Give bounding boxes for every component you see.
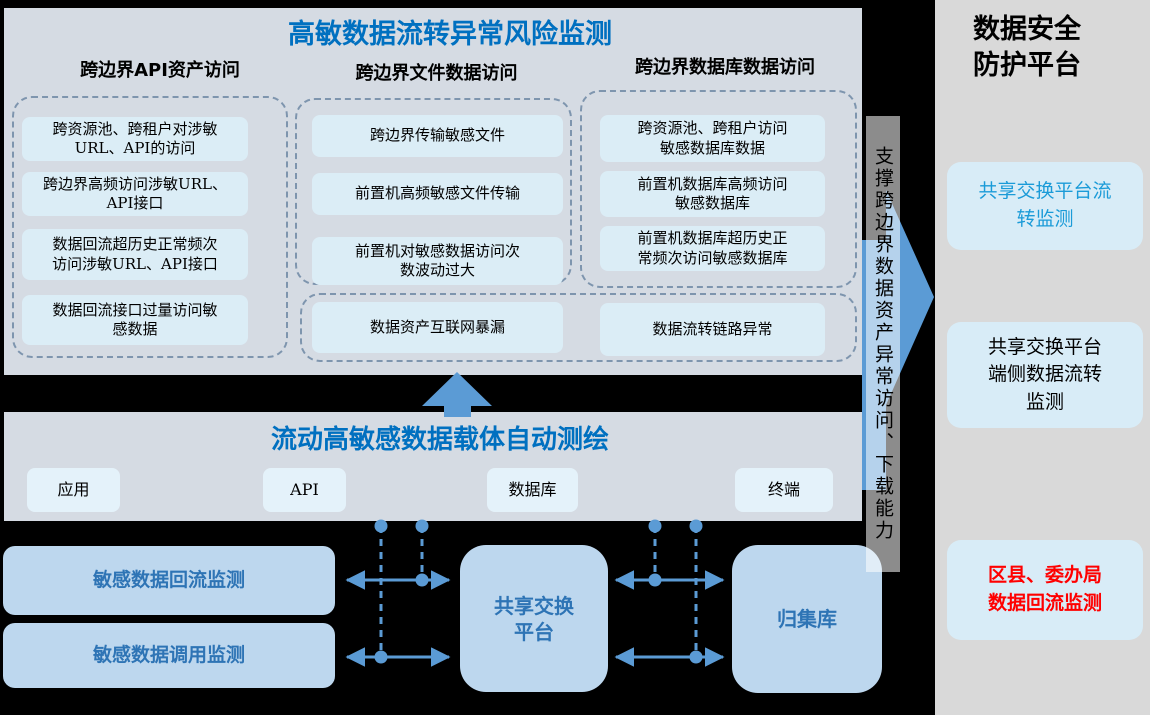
up-arrow-icon	[422, 372, 492, 417]
exchange-platform-box: 共享交换 平台	[460, 545, 608, 692]
connector-dot	[415, 573, 429, 587]
bottom-group-outline	[300, 293, 857, 362]
carrier-mapping-panel: 流动高敏感数据载体自动测绘 应用 API 数据库 终端	[4, 412, 862, 521]
carrier-api: API	[263, 468, 346, 512]
risk-item: 前置机高频敏感文件传输	[312, 173, 563, 215]
risk-item: 跨资源池、跨租户对涉敏 URL、API的访问	[22, 117, 248, 161]
platform-flow-monitor-box: 共享交换平台流 转监测	[947, 162, 1143, 250]
column-header-database: 跨边界数据库数据访问	[635, 57, 815, 78]
connector-dot	[648, 519, 662, 533]
carrier-database: 数据库	[487, 468, 578, 512]
district-backflow-monitor-box: 区县、委办局 数据回流监测	[947, 540, 1143, 640]
risk-item: 数据资产互联网暴漏	[312, 302, 563, 353]
column-header-api: 跨边界API资产访问	[80, 60, 240, 81]
risk-item: 跨资源池、跨租户访问 敏感数据库数据	[600, 115, 825, 162]
carrier-app: 应用	[27, 468, 120, 512]
connector-dot	[374, 650, 388, 664]
backflow-monitor-box: 敏感数据回流监测	[3, 546, 335, 615]
risk-item: 前置机对敏感数据访问次 数波动过大	[312, 237, 563, 285]
risk-item: 数据回流接口过量访问敏 感数据	[22, 295, 248, 345]
security-platform-title: 数据安全 防护平台	[973, 14, 1081, 82]
carrier-terminal: 终端	[735, 468, 833, 512]
collection-library-box: 归集库	[732, 545, 882, 693]
connector-dot	[415, 519, 429, 533]
support-arrow-label: 支撑跨边界数据资产异常访问、下载能力	[866, 116, 900, 572]
database-group-outline	[580, 90, 857, 288]
connector-dot	[689, 519, 703, 533]
api-group-outline	[12, 96, 288, 358]
risk-monitor-title: 高敏数据流转异常风险监测	[288, 19, 612, 50]
call-monitor-box: 敏感数据调用监测	[3, 623, 335, 688]
risk-monitor-panel: 高敏数据流转异常风险监测 跨边界API资产访问 跨边界文件数据访问 跨边界数据库…	[4, 8, 862, 375]
endpoint-flow-monitor-box: 共享交换平台 端侧数据流转 监测	[947, 322, 1143, 428]
connector-dot	[648, 573, 662, 587]
risk-item: 跨边界传输敏感文件	[312, 115, 563, 157]
carrier-mapping-title: 流动高敏感数据载体自动测绘	[270, 425, 609, 455]
connector-dot	[374, 519, 388, 533]
column-header-file: 跨边界文件数据访问	[355, 63, 518, 84]
connector-dot	[689, 650, 703, 664]
risk-item: 前置机数据库高频访问 敏感数据库	[600, 171, 825, 217]
risk-item: 数据回流超历史正常频次 访问涉敏URL、API接口	[22, 229, 248, 280]
risk-item: 数据流转链路异常	[600, 303, 825, 356]
risk-item: 前置机数据库超历史正 常频次访问敏感数据库	[600, 226, 825, 271]
risk-item: 跨边界高频访问涉敏URL、 API接口	[22, 172, 248, 216]
security-platform-panel: 数据安全 防护平台 共享交换平台流 转监测 共享交换平台 端侧数据流转 监测 区…	[935, 0, 1150, 715]
